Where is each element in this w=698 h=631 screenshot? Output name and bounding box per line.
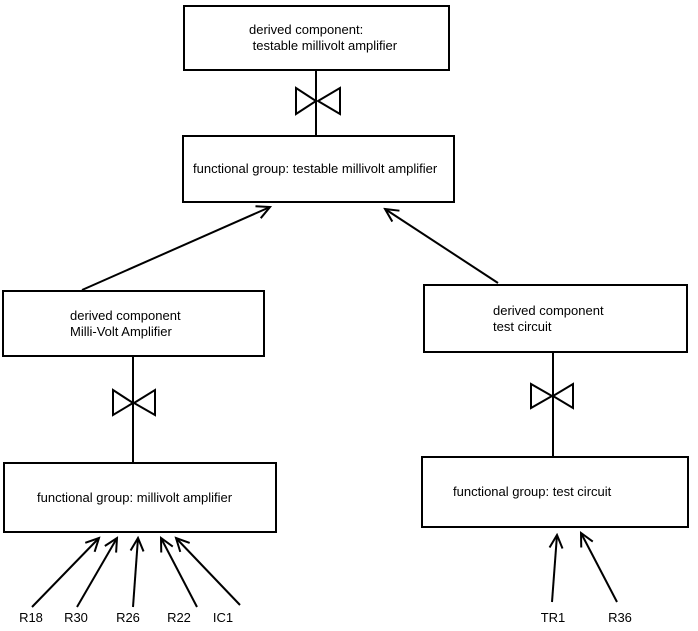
component-label-R26: R26 [116, 610, 140, 625]
arrows-to-right-functional [552, 533, 618, 603]
node-text-line: derived component: [249, 22, 364, 37]
node-text-line: functional group: millivolt amplifier [37, 489, 233, 505]
component-label-R30: R30 [64, 610, 88, 625]
component-label-R36: R36 [608, 610, 632, 625]
bowtie-icon [132, 388, 156, 417]
node-functional-group-testable-millivolt-amplifier: functional group: testable millivolt amp… [182, 135, 455, 203]
node-text-line: functional group: test circuit [453, 484, 612, 499]
bowtie-icon [295, 86, 318, 116]
arrow-IC1 [176, 538, 241, 606]
node-text-line: derived component [70, 307, 181, 323]
node-text-line: testable millivolt amplifier [249, 38, 398, 53]
node-text-line: test circuit [493, 318, 552, 334]
arrows-to-left-functional [31, 538, 241, 608]
connector-right-bowtie [530, 353, 574, 456]
node-text-line: Milli-Volt Amplifier [70, 323, 172, 339]
node-text-line: functional group: testable millivolt amp… [193, 161, 438, 176]
component-label-IC1: IC1 [212, 610, 234, 625]
arrow-R36 [581, 533, 618, 603]
connector-top-bowtie [295, 70, 341, 135]
arrow-TR1 [552, 535, 557, 603]
bowtie-icon [316, 86, 341, 116]
component-label-R18: R18 [19, 610, 43, 625]
node-derived-component-testable-millivolt-amplifier: derived component: testable millivolt am… [183, 5, 450, 71]
arrow-right-derived [385, 209, 499, 284]
arrow-left-derived [81, 207, 270, 291]
arrow-R30 [76, 538, 117, 608]
node-derived-component-milli-volt-amplifier: derived component Milli-Volt Amplifier [2, 290, 265, 357]
arrow-R22 [161, 538, 198, 608]
node-text-line: derived component [493, 302, 604, 318]
connector-left-bowtie [112, 357, 156, 462]
bowtie-icon [112, 388, 135, 417]
node-derived-component-test-circuit: derived component test circuit [423, 284, 688, 353]
component-label-R22: R22 [167, 610, 191, 625]
arrows-to-top-functional [81, 207, 499, 291]
arrow-R26 [133, 538, 138, 608]
component-label-TR1: TR1 [540, 610, 566, 625]
bowtie-icon [530, 382, 555, 410]
bowtie-icon [551, 382, 574, 410]
node-functional-group-test-circuit: functional group: test circuit [421, 456, 689, 528]
node-functional-group-millivolt-amplifier: functional group: millivolt amplifier [3, 462, 277, 533]
arrow-R18 [31, 538, 99, 608]
